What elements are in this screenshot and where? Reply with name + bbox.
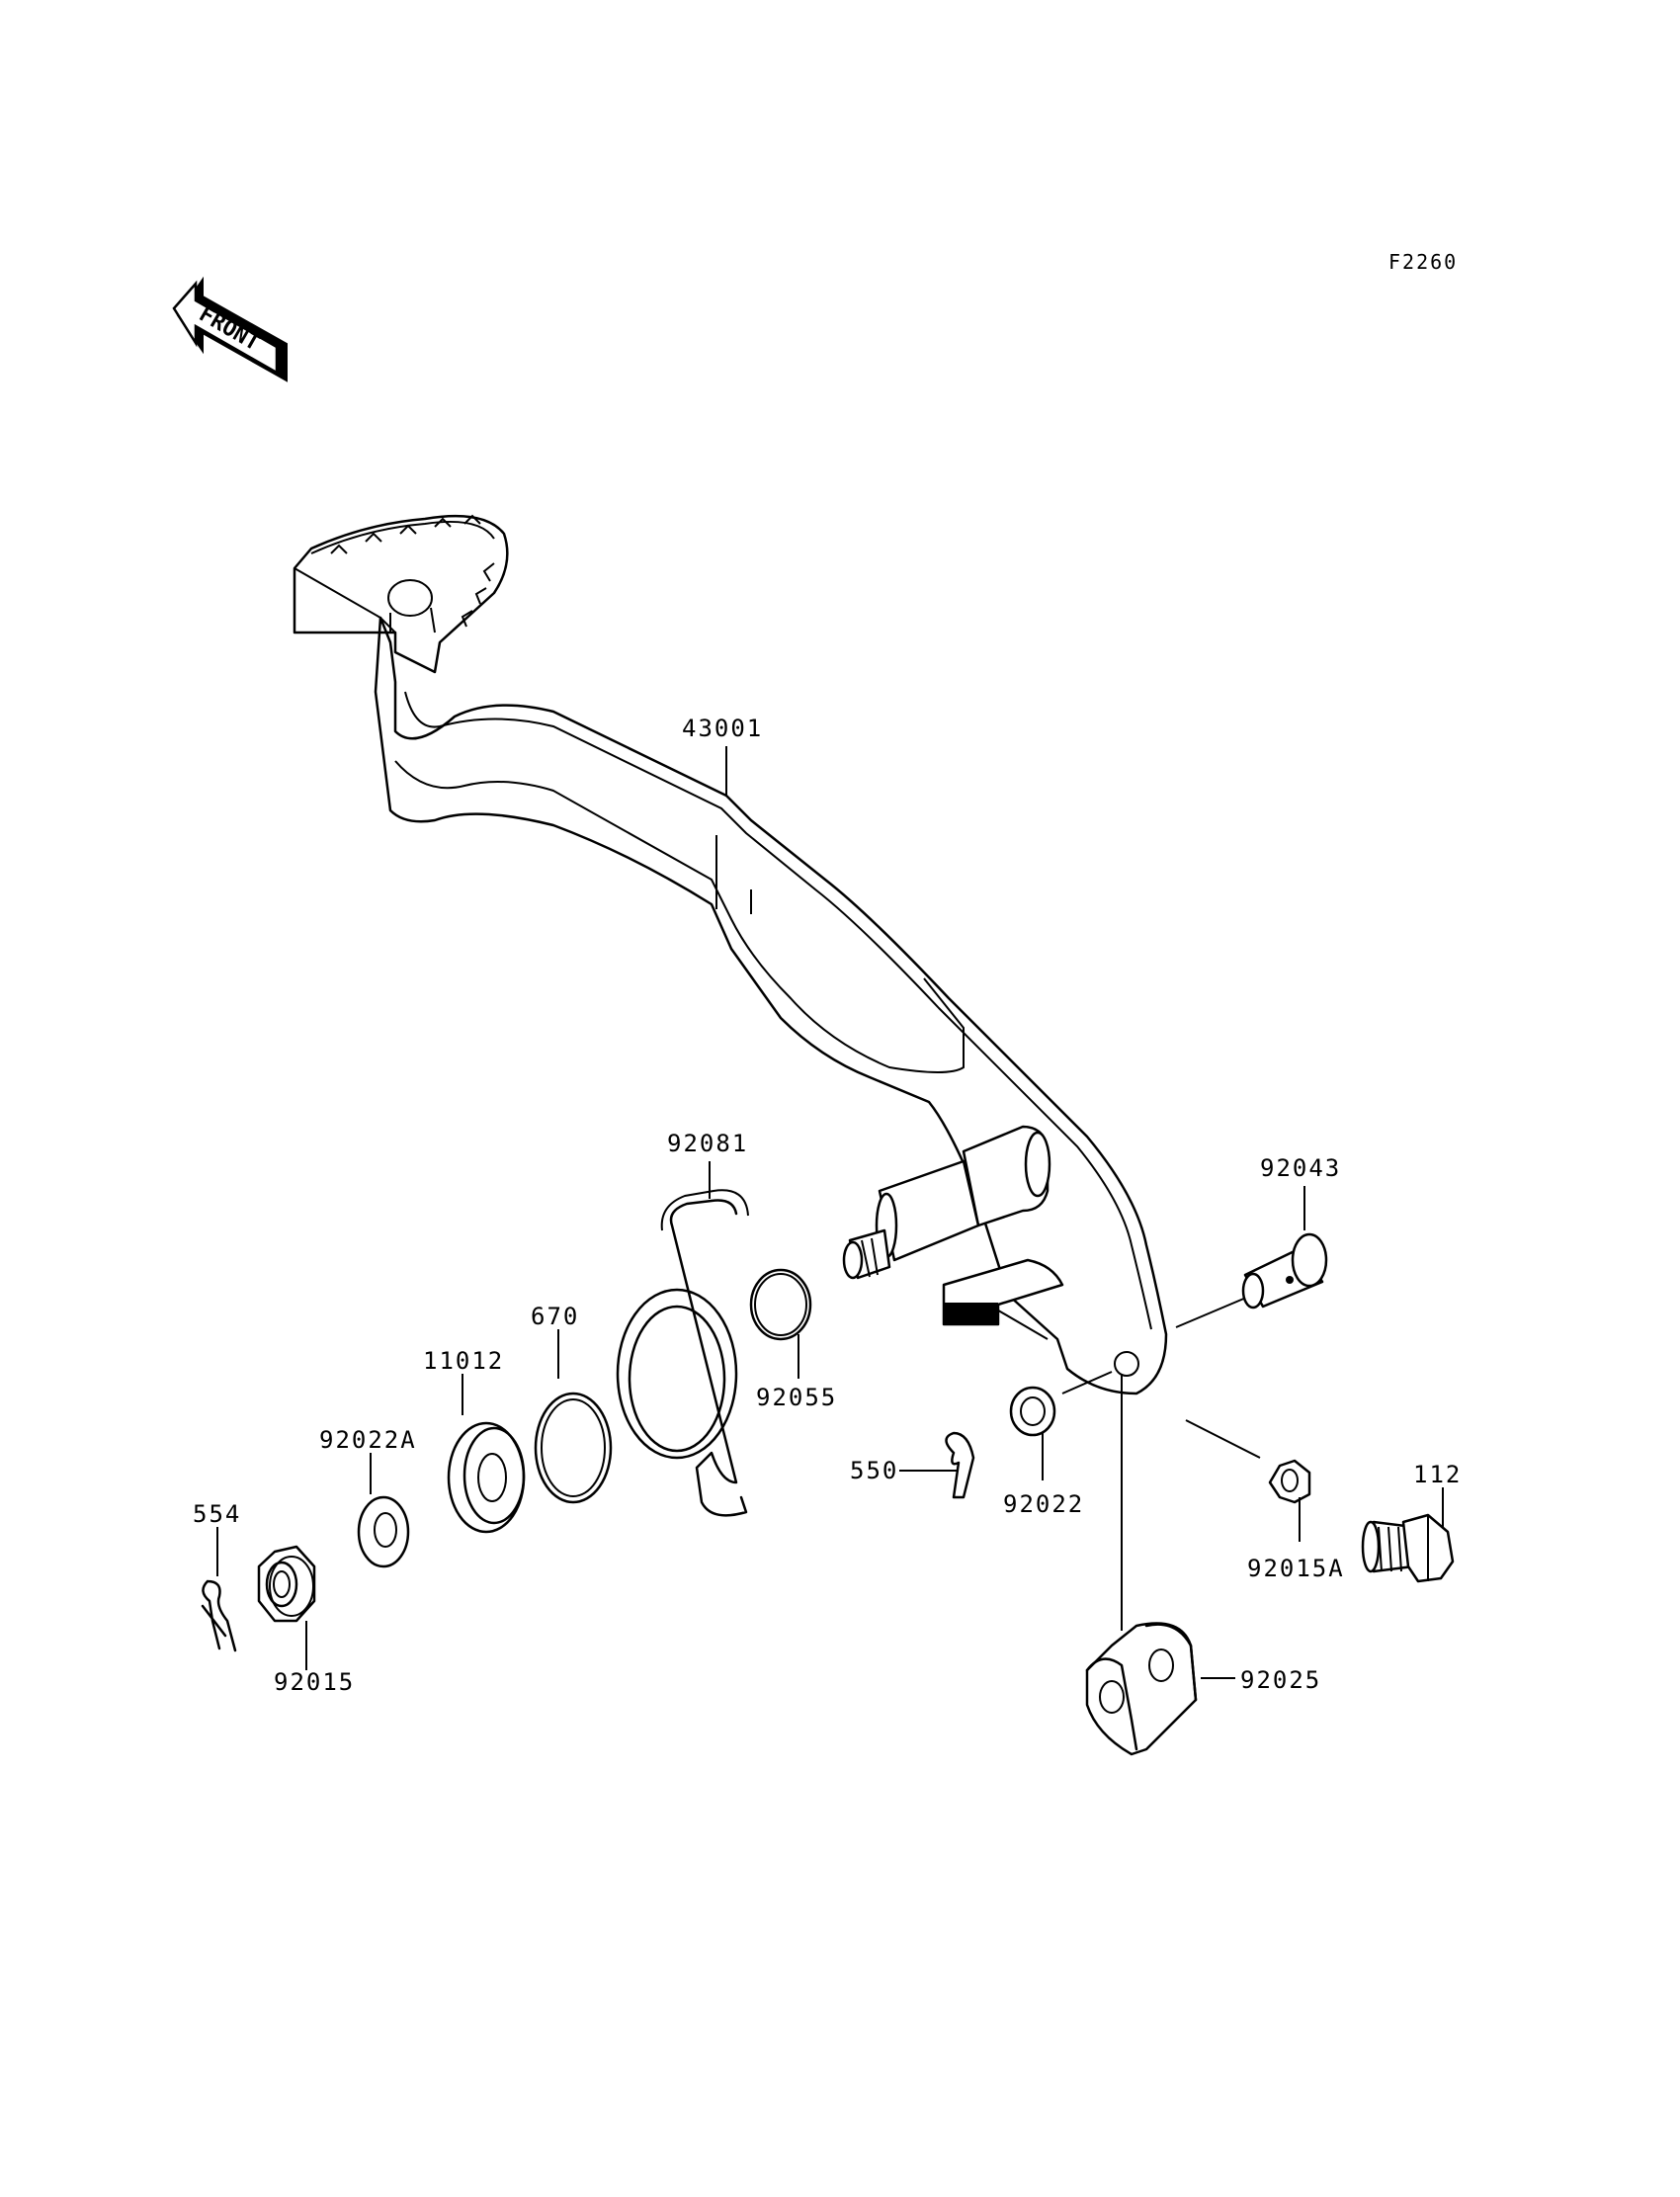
figure-code: F2260 bbox=[1388, 250, 1458, 274]
return-spring bbox=[616, 1189, 749, 1517]
washer-92022A bbox=[357, 1495, 410, 1568]
clip-554 bbox=[201, 1579, 237, 1652]
label-11012: 11012 bbox=[423, 1347, 504, 1375]
label-92081: 92081 bbox=[667, 1130, 748, 1157]
label-92015: 92015 bbox=[274, 1668, 355, 1696]
label-92022: 92022 bbox=[1003, 1490, 1084, 1518]
pin-92043 bbox=[1241, 1232, 1328, 1310]
washer-92022 bbox=[1009, 1386, 1056, 1437]
leader-lines bbox=[216, 746, 1444, 1679]
label-92022A: 92022A bbox=[319, 1426, 417, 1454]
label-670: 670 bbox=[531, 1303, 579, 1330]
seal-11012 bbox=[447, 1421, 526, 1534]
clevis-92025 bbox=[1085, 1622, 1198, 1756]
o-ring-670 bbox=[534, 1392, 613, 1504]
label-554: 554 bbox=[193, 1500, 241, 1528]
label-92015A: 92015A bbox=[1247, 1555, 1345, 1582]
nut-92015 bbox=[257, 1545, 316, 1623]
label-92055: 92055 bbox=[756, 1384, 837, 1411]
label-43001: 43001 bbox=[682, 715, 763, 742]
brake-pedal bbox=[293, 514, 1168, 1395]
front-arrow-icon: FRONT bbox=[172, 276, 288, 382]
label-112: 112 bbox=[1413, 1461, 1462, 1488]
o-ring-92055 bbox=[749, 1268, 812, 1341]
bolt-112 bbox=[1361, 1513, 1455, 1583]
nut-92015A bbox=[1268, 1459, 1311, 1504]
label-92043: 92043 bbox=[1260, 1154, 1341, 1182]
label-92025: 92025 bbox=[1240, 1666, 1321, 1694]
label-550: 550 bbox=[850, 1457, 898, 1484]
cotter-pin-550 bbox=[945, 1431, 975, 1499]
part-labels: 43001 92081 670 11012 92022A 554 92015 9… bbox=[193, 715, 1462, 1696]
